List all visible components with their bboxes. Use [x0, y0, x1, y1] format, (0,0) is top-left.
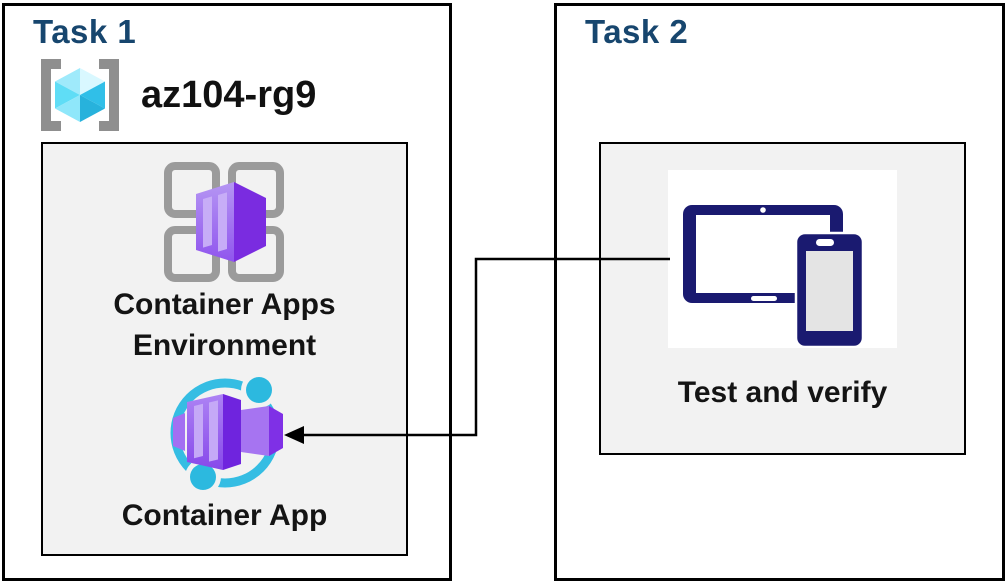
task1-panel: Task 1 az104-rg9 — [2, 3, 452, 581]
tablet-phone-icon — [668, 170, 897, 349]
environment-label: Container Apps Environment — [43, 284, 406, 366]
container-app-icon — [170, 372, 283, 492]
task1-title: Task 1 — [33, 13, 137, 50]
verify-label: Test and verify — [677, 376, 888, 409]
container-app-label: Container App — [121, 499, 328, 532]
environment-label-line1: Container Apps — [113, 288, 336, 321]
environment-label-line2: Environment — [132, 329, 317, 362]
task2-inner-panel: Test and verify — [599, 142, 966, 455]
task1-inner-panel: Container Apps Environment — [41, 142, 408, 556]
devices-image — [668, 170, 897, 349]
container-apps-environment-icon — [164, 162, 284, 282]
resource-group-icon — [41, 59, 119, 131]
task2-panel: Task 2 Test and verify — [554, 3, 1005, 581]
resource-group: az104-rg9 — [33, 56, 316, 134]
resource-group-name: az104-rg9 — [141, 73, 317, 116]
task2-title: Task 2 — [585, 13, 689, 50]
